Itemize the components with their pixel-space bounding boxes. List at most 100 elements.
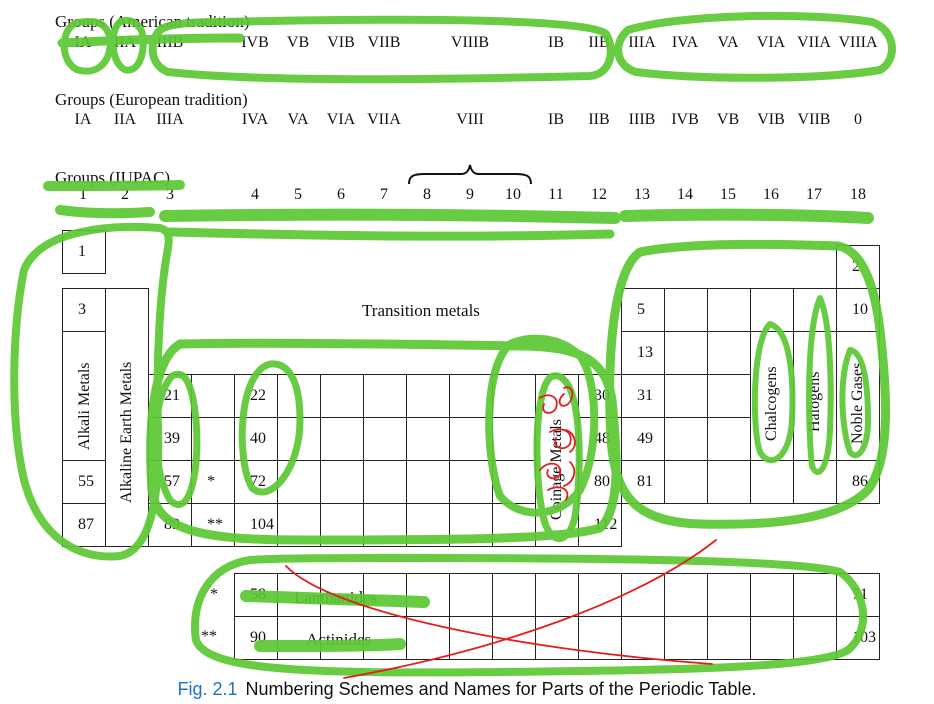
cell-d-4-2: 21 — [148, 374, 192, 418]
atomic-number: 48 — [594, 430, 610, 447]
cell-d-4-12: 30 — [578, 374, 622, 418]
atomic-number: 2 — [852, 258, 860, 275]
cell-f2-15 — [707, 616, 751, 660]
atomic-number: 86 — [852, 473, 868, 490]
highlight-bar-iupac-1-2 — [55, 205, 155, 219]
iupac-label-18: 18 — [850, 186, 866, 203]
coinage-metals-label: Coinage Metals — [548, 419, 565, 520]
cell-fr: 87 — [62, 503, 106, 547]
cell-d-5-6 — [320, 417, 364, 461]
cell-d-6-10 — [492, 460, 536, 504]
cell-d-5-7 — [363, 417, 407, 461]
european-label-11: IIIB — [628, 111, 656, 128]
halogens-label: Halogens — [806, 371, 823, 432]
cell-p2-16 — [750, 288, 794, 332]
atomic-number: 58 — [250, 586, 266, 603]
american-label-6: VIB — [327, 34, 355, 51]
cell-d-6-9 — [449, 460, 493, 504]
iupac-label-17: 17 — [806, 186, 822, 203]
cell-f2-13 — [621, 616, 665, 660]
iupac-label-2: 2 — [121, 186, 129, 203]
cell-f2-17 — [793, 616, 837, 660]
atomic-number: 5 — [637, 301, 645, 318]
european-label-16: 0 — [854, 111, 862, 128]
cell-f1-18: 71 — [836, 573, 880, 617]
iupac-label-14: 14 — [677, 186, 693, 203]
cell-f1-14 — [664, 573, 708, 617]
atomic-number: * — [207, 473, 215, 490]
atomic-number: 71 — [852, 586, 868, 603]
cell-p2-17 — [793, 288, 837, 332]
cell-d-7-4: 104 — [234, 503, 278, 547]
iupac-label-8: 8 — [423, 186, 431, 203]
cell-p3-15 — [707, 331, 751, 375]
european-label-15: VIIB — [797, 111, 831, 128]
iupac-label-4: 4 — [251, 186, 259, 203]
highlight-bar-iupac-3-12 — [159, 208, 621, 224]
atomic-number: 104 — [250, 516, 274, 533]
cell-d-7-2: 89 — [148, 503, 192, 547]
atomic-number: ** — [207, 516, 223, 533]
chalcogens-label: Chalcogens — [763, 366, 780, 441]
american-label-4: IVB — [241, 34, 269, 51]
cell-f2-14 — [664, 616, 708, 660]
atomic-number: 21 — [164, 387, 180, 404]
cell-d-4-3 — [191, 374, 235, 418]
cell-p6-17 — [793, 460, 837, 504]
european-label-1: IA — [74, 111, 92, 128]
cell-d-4-7 — [363, 374, 407, 418]
alkali-metals-label: Alkali Metals — [76, 362, 93, 450]
american-label-14: VIA — [756, 34, 786, 51]
transition-metals-label: Transition metals — [362, 301, 480, 320]
atomic-number: 112 — [594, 516, 618, 533]
atomic-number: 89 — [164, 516, 180, 533]
european-label-5: VA — [287, 111, 309, 128]
cell-p4-14 — [664, 374, 708, 418]
cell-p6-15 — [707, 460, 751, 504]
european-label-8: VIII — [456, 111, 484, 128]
american-label-12: IVA — [671, 34, 699, 51]
iupac-label-6: 6 — [337, 186, 345, 203]
cell-f2-9 — [449, 616, 493, 660]
cell-d-5-12: 48 — [578, 417, 622, 461]
cell-p6-16 — [750, 460, 794, 504]
american-label-3: IIIB — [156, 34, 184, 51]
cell-f1-12 — [578, 573, 622, 617]
atomic-number: 31 — [637, 387, 653, 404]
atomic-number: 55 — [78, 473, 94, 490]
cell-cs: 55 — [62, 460, 106, 504]
european-label-7: VIIA — [367, 111, 401, 128]
highlight-bar-iupac-13-18 — [619, 208, 874, 224]
atomic-number: 90 — [250, 629, 266, 646]
cell-f2-10 — [492, 616, 536, 660]
cell-d-6-3: * — [191, 460, 235, 504]
american-label-11: IIIA — [628, 34, 656, 51]
highlight-bar-top — [165, 227, 615, 241]
iupac-label-9: 9 — [466, 186, 474, 203]
cell-f1-11 — [535, 573, 579, 617]
iupac-label-15: 15 — [720, 186, 736, 203]
cell-d-5-3 — [191, 417, 235, 461]
european-label-13: VB — [716, 111, 740, 128]
cell-d-7-10 — [492, 503, 536, 547]
iupac-label-3: 3 — [166, 186, 174, 203]
atomic-number: 49 — [637, 430, 653, 447]
cell-d-4-6 — [320, 374, 364, 418]
american-label-5: VB — [286, 34, 310, 51]
cell-h: 1 — [62, 230, 106, 274]
cell-d-5-10 — [492, 417, 536, 461]
iupac-label-5: 5 — [294, 186, 302, 203]
cell-d-7-12: 112 — [578, 503, 622, 547]
cell-f1-15 — [707, 573, 751, 617]
american-label-9: IB — [548, 34, 564, 51]
cell-d-5-4: 40 — [234, 417, 278, 461]
caption-text: Numbering Schemes and Names for Parts of… — [245, 679, 757, 699]
cell-d-7-7 — [363, 503, 407, 547]
european-label-9: IB — [548, 111, 564, 128]
figure-number: Fig. 2.1 — [177, 679, 238, 699]
cell-f1-8 — [406, 573, 450, 617]
iupac-label-16: 16 — [763, 186, 779, 203]
cell-d-6-13: 81 — [621, 460, 665, 504]
european-label-2: IIA — [113, 111, 137, 128]
